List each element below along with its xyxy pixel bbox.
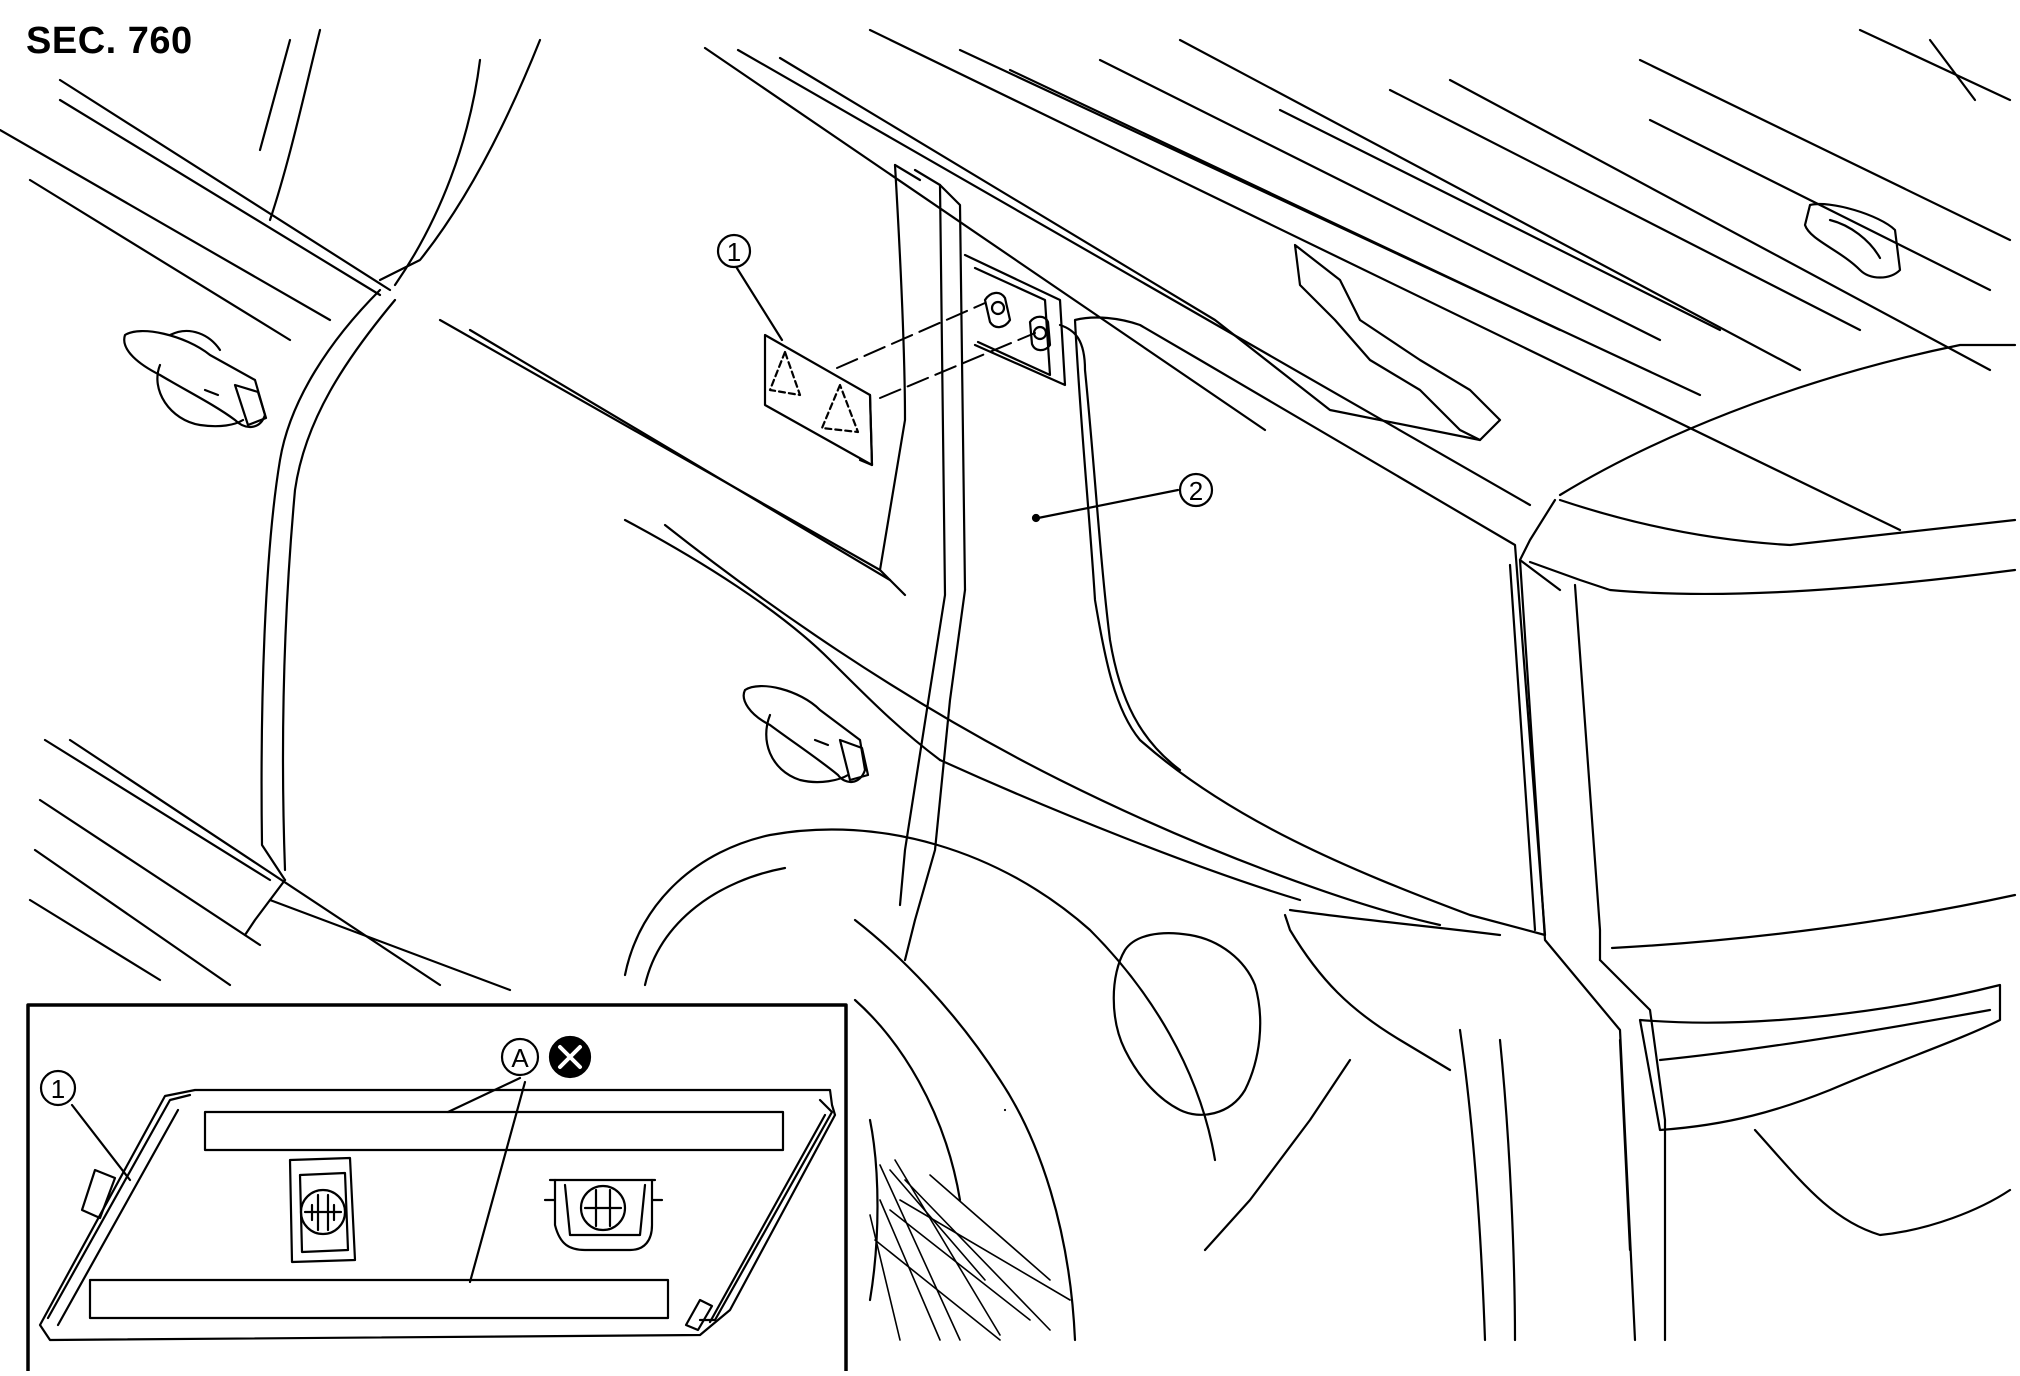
wheel-spokes [869,1159,1071,1341]
caution-triangle-icon [768,350,802,397]
assembly-line [836,302,986,369]
c-pillar-frame [898,168,1067,962]
detail-inset: A 1 [26,1003,848,1376]
callout-letter-a: A [500,1037,540,1077]
assembly-line [879,332,1036,399]
rear-door-handle [742,685,870,784]
tape-lower [88,1278,670,1320]
callout-letter-a-label: A [511,1043,529,1073]
roof-lines [703,28,2012,532]
callout-part-2-label: 2 [1189,476,1203,506]
applique-part-1-installed [733,263,1180,523]
callout-detail-part-1-label: 1 [51,1074,65,1104]
front-door-handle [123,329,268,428]
tape-upper [203,1110,785,1152]
clip-left [288,1156,357,1264]
rear-roof-and-tailgate [1508,343,2017,1342]
do-not-reuse-icon [548,1035,592,1079]
section-code: SEC. 760 [26,20,193,62]
callout-part-2: 2 [1178,472,1214,508]
caution-triangle-icon [820,383,860,434]
fuel-lid [1112,932,1262,1116]
rear-quarter-glass [1058,316,1547,937]
callout-part-1: 1 [716,233,752,269]
clip-right [543,1178,664,1252]
callout-detail-part-1: 1 [39,1069,77,1107]
callout-part-1-label: 1 [727,237,741,267]
wheel-arch-and-fuel-lid [623,828,1517,1342]
rear-door [260,38,1502,1112]
front-door [0,28,512,992]
